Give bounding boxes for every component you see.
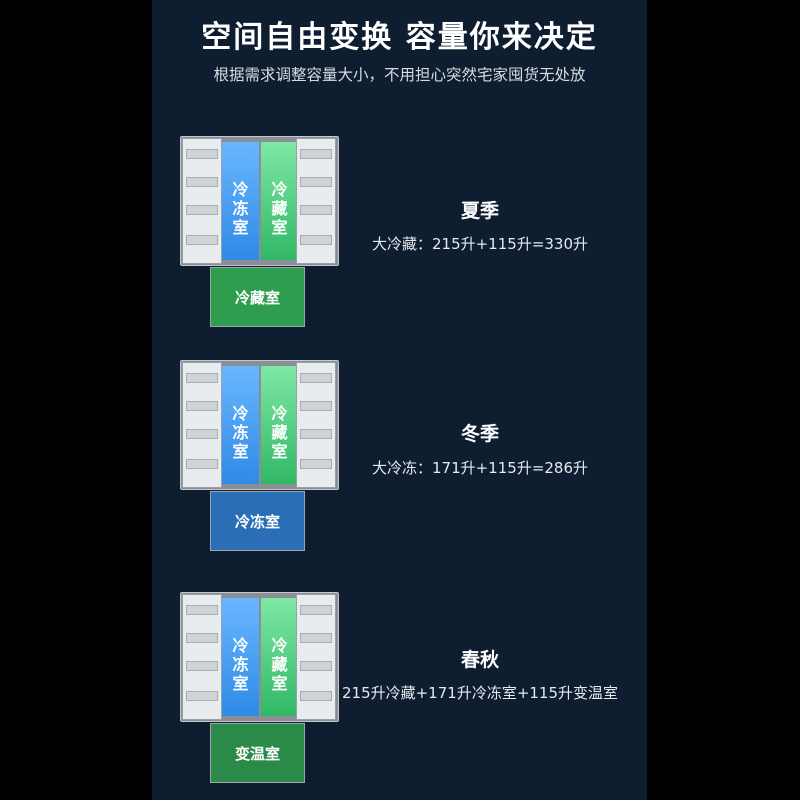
fridge-zone: 冷藏室	[261, 598, 298, 716]
subheadline: 根据需求调整容量大小，不用担心突然宅家囤货无处放	[213, 66, 586, 84]
drawer-label: 变温室	[210, 723, 305, 783]
fridge-door-left	[182, 362, 222, 488]
headline: 空间自由变换 容量你来决定	[201, 20, 598, 55]
freezer-zone: 冷冻室	[222, 366, 259, 484]
capacity-detail: 大冷藏：215升+115升=330升	[371, 235, 589, 253]
freezer-zone: 冷冻室	[222, 598, 259, 716]
fridge-door-left	[182, 594, 222, 720]
fridge-door-right	[296, 362, 336, 488]
fridge-zone: 冷藏室	[261, 366, 298, 484]
fridge-zone: 冷藏室	[261, 142, 298, 260]
fridge-door-left	[182, 138, 222, 264]
season-title: 夏季	[460, 200, 499, 222]
season-title: 春秋	[460, 649, 499, 671]
drawer-label: 冷藏室	[210, 267, 305, 327]
freezer-zone: 冷冻室	[222, 142, 259, 260]
fridge-door-right	[296, 594, 336, 720]
season-title: 冬季	[460, 423, 499, 445]
promo-panel: 空间自由变换 容量你来决定 根据需求调整容量大小，不用担心突然宅家囤货无处放 冷…	[152, 0, 647, 800]
capacity-detail: 215升冷藏+171升冷冻室+115升变温室	[341, 684, 619, 702]
drawer-label: 冷冻室	[210, 491, 305, 551]
fridge-door-right	[296, 138, 336, 264]
capacity-detail: 大冷冻：171升+115升=286升	[371, 459, 589, 477]
